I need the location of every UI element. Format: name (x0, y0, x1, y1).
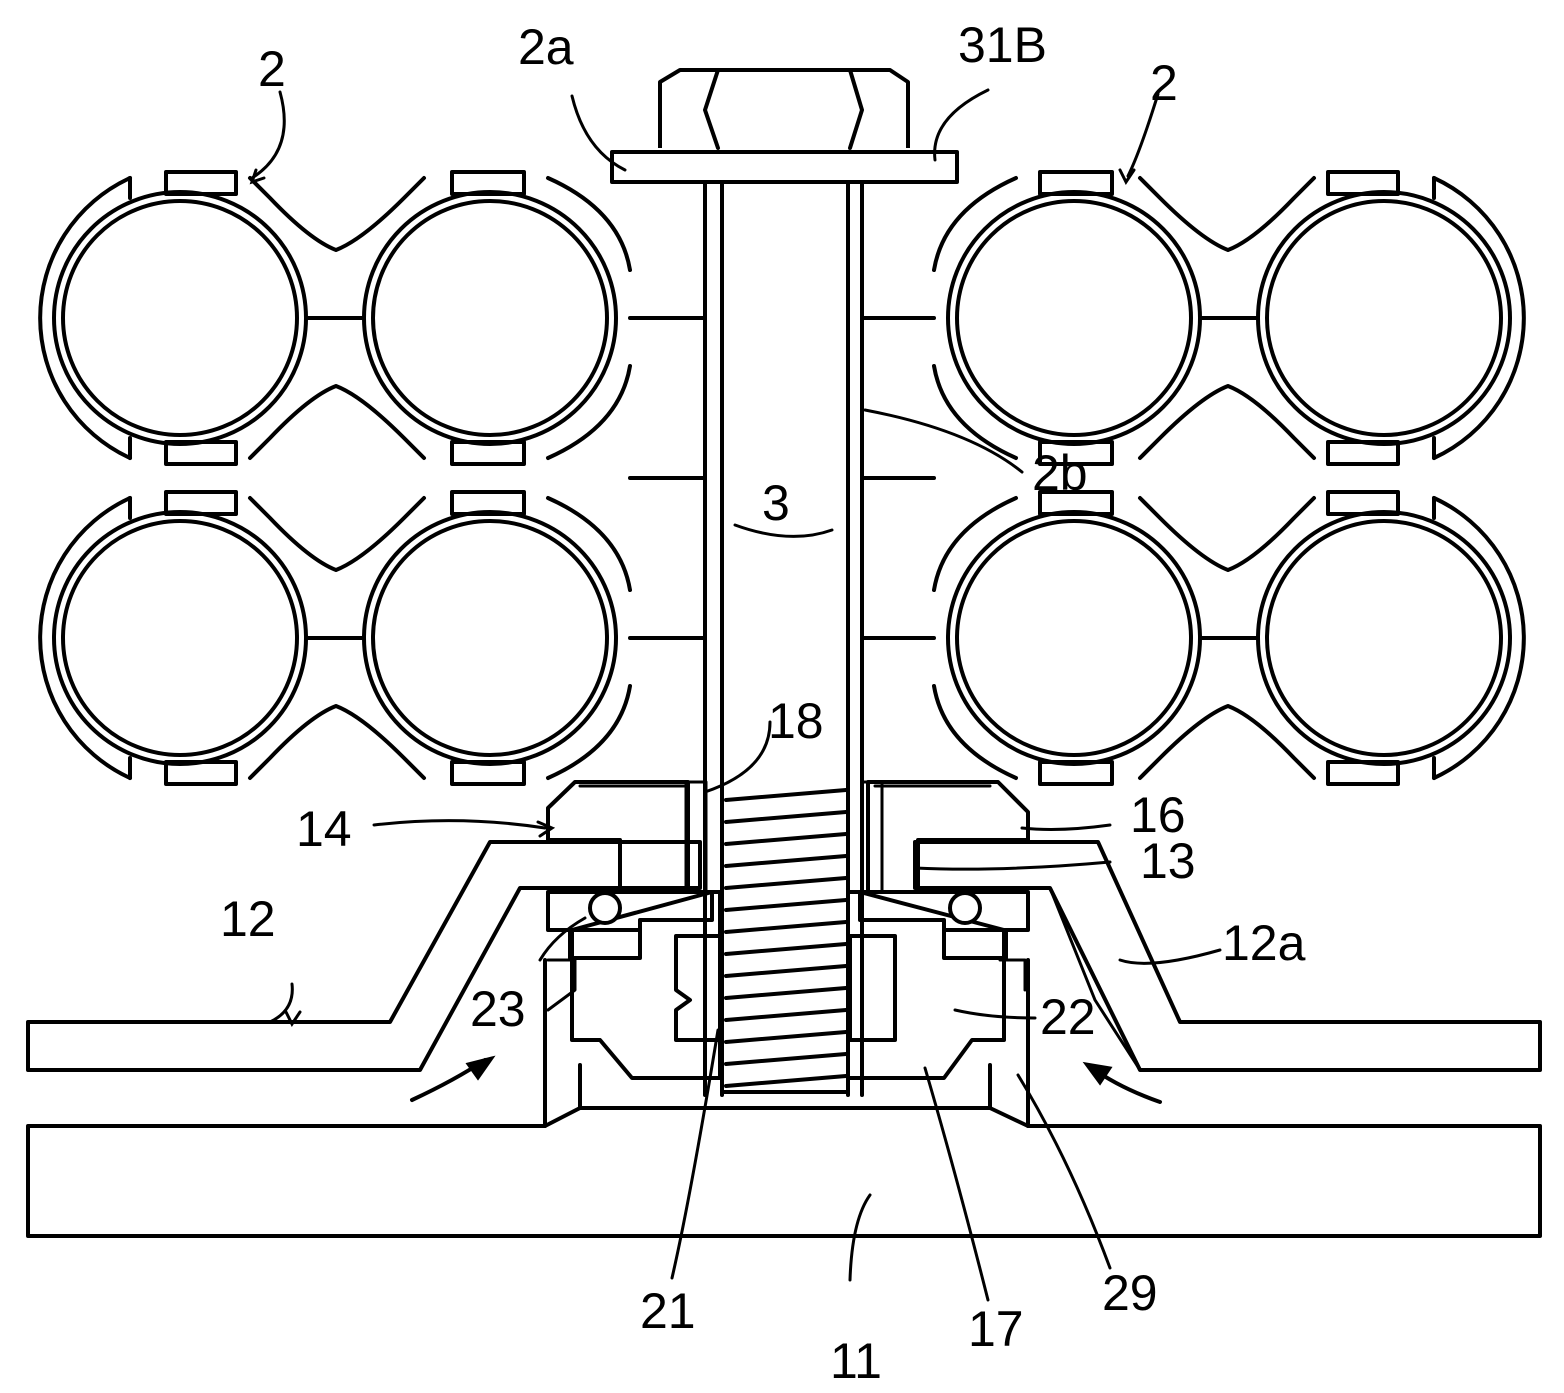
label-13: 13 (1140, 833, 1196, 889)
leader-lines (252, 90, 1220, 1300)
bolt (612, 70, 957, 1095)
label-23: 23 (470, 981, 526, 1037)
label-29: 29 (1102, 1265, 1158, 1321)
label-14: 14 (296, 801, 352, 857)
label-12: 12 (220, 891, 276, 947)
label-3: 3 (762, 475, 790, 531)
label-2-left: 2 (258, 41, 286, 97)
label-2b: 2b (1032, 445, 1088, 501)
label-31B: 31B (958, 17, 1047, 73)
label-22: 22 (1040, 989, 1096, 1045)
battery-holder-left (40, 172, 705, 784)
label-11: 11 (830, 1333, 882, 1389)
label-18: 18 (768, 693, 824, 749)
label-2-right: 2 (1150, 55, 1178, 111)
label-21: 21 (640, 1283, 696, 1339)
battery-holder-right (862, 172, 1524, 784)
label-12a: 12a (1222, 915, 1306, 971)
label-2a: 2a (518, 19, 574, 75)
label-17: 17 (968, 1301, 1024, 1357)
